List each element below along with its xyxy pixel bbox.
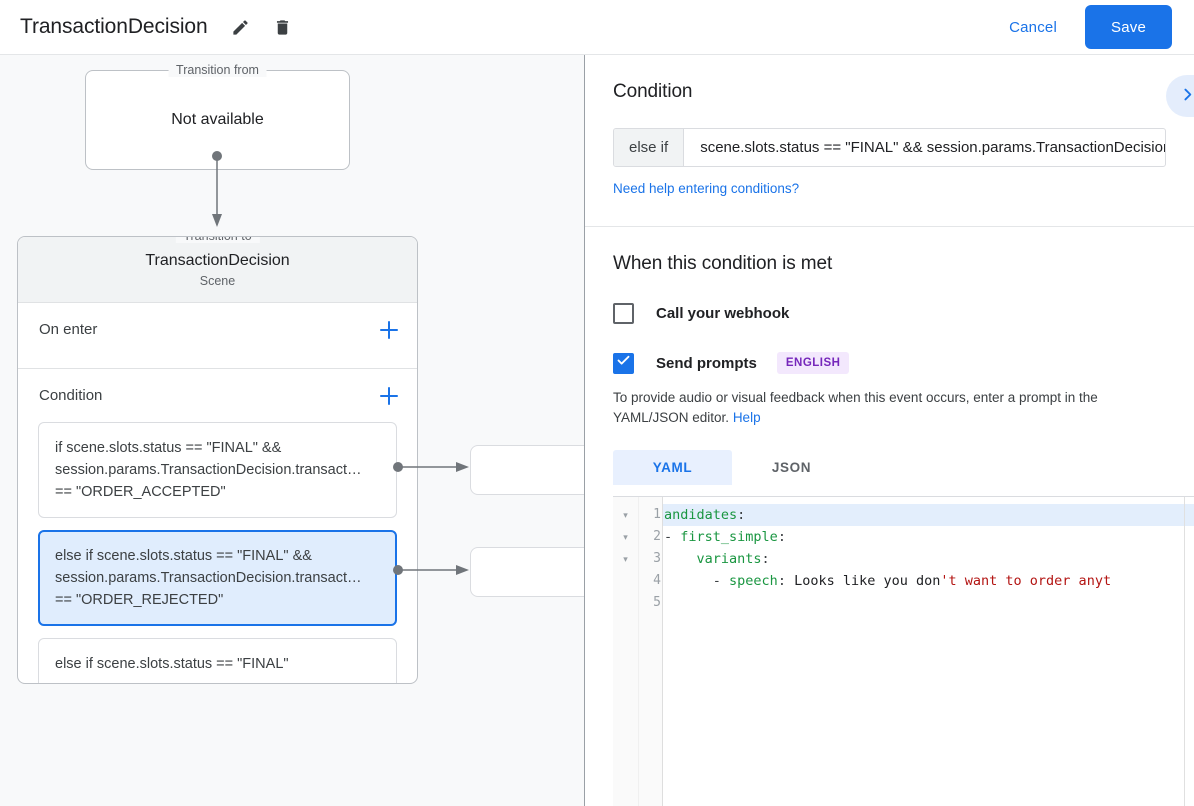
condition-prefix: else if: [614, 129, 685, 166]
transition-from-box: Transition from Not available: [85, 63, 350, 170]
tab-yaml[interactable]: YAML: [613, 450, 732, 485]
condition-card-2-line-1: else if scene.slots.status == "FINAL" &&: [55, 548, 312, 564]
scene-type: Scene: [199, 273, 236, 288]
transition-to-legend: Transition to: [175, 237, 260, 243]
condition-card-2-line-2: session.params.TransactionDecision.trans…: [55, 570, 362, 586]
tab-json[interactable]: JSON: [732, 450, 851, 485]
editor-line-2[interactable]: - first_simple:: [663, 526, 1194, 548]
page-title: TransactionDecision: [20, 15, 208, 38]
condition-card-1-line-3: == "ORDER_ACCEPTED": [55, 484, 226, 500]
send-prompts-checkbox[interactable]: [613, 352, 634, 374]
condition-card-1[interactable]: if scene.slots.status == "FINAL" && sess…: [38, 422, 397, 518]
condition-card-1-line-1: if scene.slots.status == "FINAL" &&: [55, 440, 282, 456]
condition-card-1-line-2: session.params.TransactionDecision.trans…: [55, 462, 362, 478]
fold-toggle-1[interactable]: ▾: [623, 509, 628, 520]
editor-token: andidates: [664, 507, 738, 523]
line-number-2: 2: [653, 529, 661, 544]
editor-token: :: [777, 573, 795, 589]
prompts-help-link[interactable]: Help: [732, 410, 761, 425]
editor-token: 't want to order anyt: [940, 573, 1112, 589]
edit-button[interactable]: [226, 12, 256, 42]
condition-detail-pane: Condition else if scene.slots.status == …: [585, 55, 1194, 806]
delete-button[interactable]: [268, 12, 298, 42]
editor-token: :: [777, 529, 786, 545]
editor-token: :: [761, 551, 770, 567]
fold-toggle-2[interactable]: ▾: [623, 531, 628, 542]
connector-arrow-accepted: [456, 462, 469, 472]
pane-divider: [584, 55, 585, 806]
call-webhook-checkbox[interactable]: [613, 303, 634, 324]
cancel-button[interactable]: Cancel: [995, 11, 1071, 44]
call-webhook-label: Call your webhook: [656, 305, 790, 322]
transition-from-legend: Transition from: [168, 63, 267, 77]
editor-line-numbers: 1 2 3 4 5: [639, 497, 663, 806]
add-condition-button[interactable]: [377, 384, 401, 408]
collapse-panel-button[interactable]: [1166, 75, 1194, 117]
prompts-helper-text: To provide audio or visual feedback when…: [613, 388, 1166, 428]
condition-header-section: Condition else if scene.slots.status == …: [585, 55, 1194, 227]
transition-from-value: Not available: [171, 111, 264, 128]
editor-token: Looks like you don: [794, 573, 941, 589]
yaml-editor[interactable]: ▾ ▾ ▾ 1 2 3 4 5 andidates:- first_simple…: [613, 496, 1194, 806]
line-number-5: 5: [653, 595, 661, 610]
add-on-enter-button[interactable]: [377, 318, 401, 342]
fold-toggle-5: [613, 592, 638, 614]
condition-card-2-line-3: == "ORDER_REJECTED": [55, 592, 224, 608]
editor-token: -: [664, 573, 730, 589]
editor-token: [664, 551, 697, 567]
editor-line-5[interactable]: [663, 592, 1194, 614]
section-condition-header: Condition: [18, 369, 417, 422]
editor-format-tabs: YAML JSON: [613, 450, 1166, 485]
condition-expression-input[interactable]: scene.slots.status == "FINAL" && session…: [700, 139, 1165, 156]
send-prompts-row[interactable]: Send prompts ENGLISH: [613, 352, 1166, 374]
scene-graph-pane: Transition from Not available Transition…: [0, 55, 584, 806]
language-badge: ENGLISH: [776, 352, 850, 374]
fold-toggle-3[interactable]: ▾: [623, 553, 628, 564]
editor-token: -: [664, 529, 681, 545]
transition-to-box: Transition to TransactionDecision Scene …: [17, 236, 418, 684]
save-button[interactable]: Save: [1085, 5, 1172, 49]
line-number-3: 3: [653, 551, 661, 566]
webhook-row[interactable]: Call your webhook: [613, 303, 1166, 324]
pencil-icon: [231, 18, 250, 37]
trash-icon: [273, 18, 292, 37]
target-box-accepted[interactable]: [470, 445, 584, 495]
section-on-enter: On enter: [18, 303, 417, 369]
fold-toggle-4: [613, 570, 638, 592]
scene-header: TransactionDecision Scene: [18, 237, 417, 303]
when-condition-heading: When this condition is met: [613, 253, 833, 274]
condition-card-2[interactable]: else if scene.slots.status == "FINAL" &&…: [38, 530, 397, 626]
check-icon: [616, 353, 631, 373]
top-bar: TransactionDecision Cancel Save: [0, 0, 1194, 55]
chevron-right-icon: [1179, 86, 1194, 106]
editor-line-3[interactable]: variants:: [663, 548, 1194, 570]
editor-token: :: [737, 507, 746, 523]
line-number-4: 4: [653, 573, 661, 588]
editor-fold-gutter[interactable]: ▾ ▾ ▾: [613, 497, 639, 806]
send-prompts-label: Send prompts: [656, 354, 757, 372]
editor-token: variants: [696, 551, 762, 567]
section-on-enter-title: On enter: [39, 321, 98, 338]
connector-arrow-down: [212, 214, 222, 227]
editor-token: speech: [729, 573, 778, 589]
editor-line-4[interactable]: - speech: Looks like you don't want to o…: [663, 570, 1194, 592]
editor-token: first_simple: [680, 529, 778, 545]
condition-card-3[interactable]: else if scene.slots.status == "FINAL": [38, 638, 397, 683]
scene-name: TransactionDecision: [145, 251, 290, 269]
connector-arrow-rejected: [456, 565, 469, 575]
condition-panel-title: Condition: [613, 81, 693, 102]
editor-scroll-edge: [1184, 497, 1185, 806]
section-condition-title: Condition: [39, 387, 103, 404]
section-on-enter-header: On enter: [18, 303, 417, 356]
condition-input-row[interactable]: else if scene.slots.status == "FINAL" &&…: [613, 128, 1166, 167]
editor-line-1[interactable]: andidates:: [663, 504, 1194, 526]
condition-help-link[interactable]: Need help entering conditions?: [613, 181, 800, 196]
editor-code-area[interactable]: andidates:- first_simple: variants: - sp…: [663, 497, 1194, 806]
when-condition-section: When this condition is met Call your web…: [585, 227, 1194, 806]
condition-card-3-line-1: else if scene.slots.status == "FINAL": [55, 656, 289, 672]
target-box-rejected[interactable]: [470, 547, 584, 597]
section-condition: Condition if scene.slots.status == "FINA…: [18, 369, 417, 683]
line-number-1: 1: [653, 507, 661, 522]
prompts-helper-sentence: To provide audio or visual feedback when…: [613, 390, 1098, 425]
